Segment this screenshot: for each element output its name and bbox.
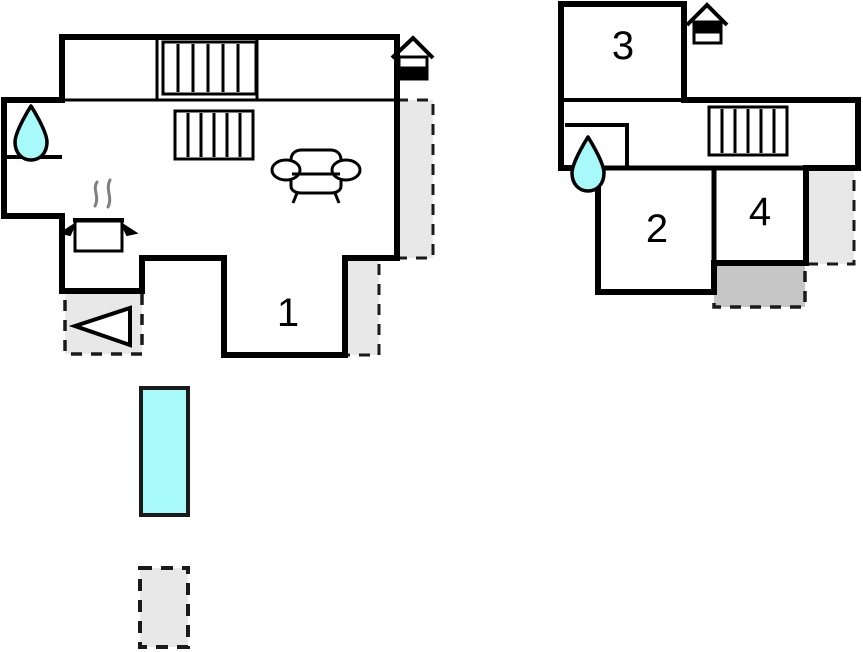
terrace-right-east (806, 168, 854, 264)
sofa-leg-right (333, 192, 341, 204)
staircase-lower (173, 109, 255, 161)
sofa-leg-left (291, 192, 299, 204)
house-entrance-icon (390, 35, 435, 81)
room-label-1: 1 (277, 291, 299, 335)
steam-line-right (106, 178, 112, 209)
house-roof (390, 35, 435, 60)
view-direction-triangle (68, 305, 132, 348)
sofa-icon (270, 148, 362, 204)
terrace-south-dashed-edge (345, 256, 381, 357)
cooking-pot-icon (58, 178, 139, 253)
staircase-upper (161, 40, 258, 96)
steam-line-left (93, 180, 99, 208)
sofa-arm-right (330, 158, 362, 182)
right-bathroom-partition (565, 123, 629, 168)
sofa-back (289, 148, 343, 195)
left-building-outer-wall (1, 34, 400, 358)
pot-handle-right (119, 221, 139, 237)
swimming-pool (139, 386, 190, 517)
room-label-2: 2 (646, 207, 668, 251)
terrace-south-room1 (345, 258, 379, 355)
room-label-3: 3 (612, 24, 634, 68)
detached-elements (138, 386, 190, 649)
left-building-terraces (63, 98, 435, 357)
terrace-right-south (714, 263, 805, 307)
staircase-right (707, 105, 789, 157)
pot-body (73, 219, 124, 253)
terrace-east (397, 100, 433, 258)
house-body-lower (397, 66, 429, 81)
terrace-southwest-dashed-edge (63, 289, 144, 356)
house-entrance-icon-right (685, 2, 729, 45)
sofa-arm-left (270, 158, 302, 182)
house-roof-right (685, 2, 729, 27)
right-building: 3 2 4 (558, 1, 861, 309)
right-building-terraces (712, 166, 856, 309)
house-body-lower-right (692, 30, 723, 45)
water-drop-icon (13, 104, 49, 162)
pot-handle-left (58, 221, 78, 237)
detached-terrace-dashed-edge (138, 566, 190, 649)
left-building: 1 (1, 34, 435, 358)
room-label-4: 4 (749, 190, 771, 234)
water-drop-icon-right (570, 135, 606, 193)
detached-terrace (140, 568, 188, 647)
